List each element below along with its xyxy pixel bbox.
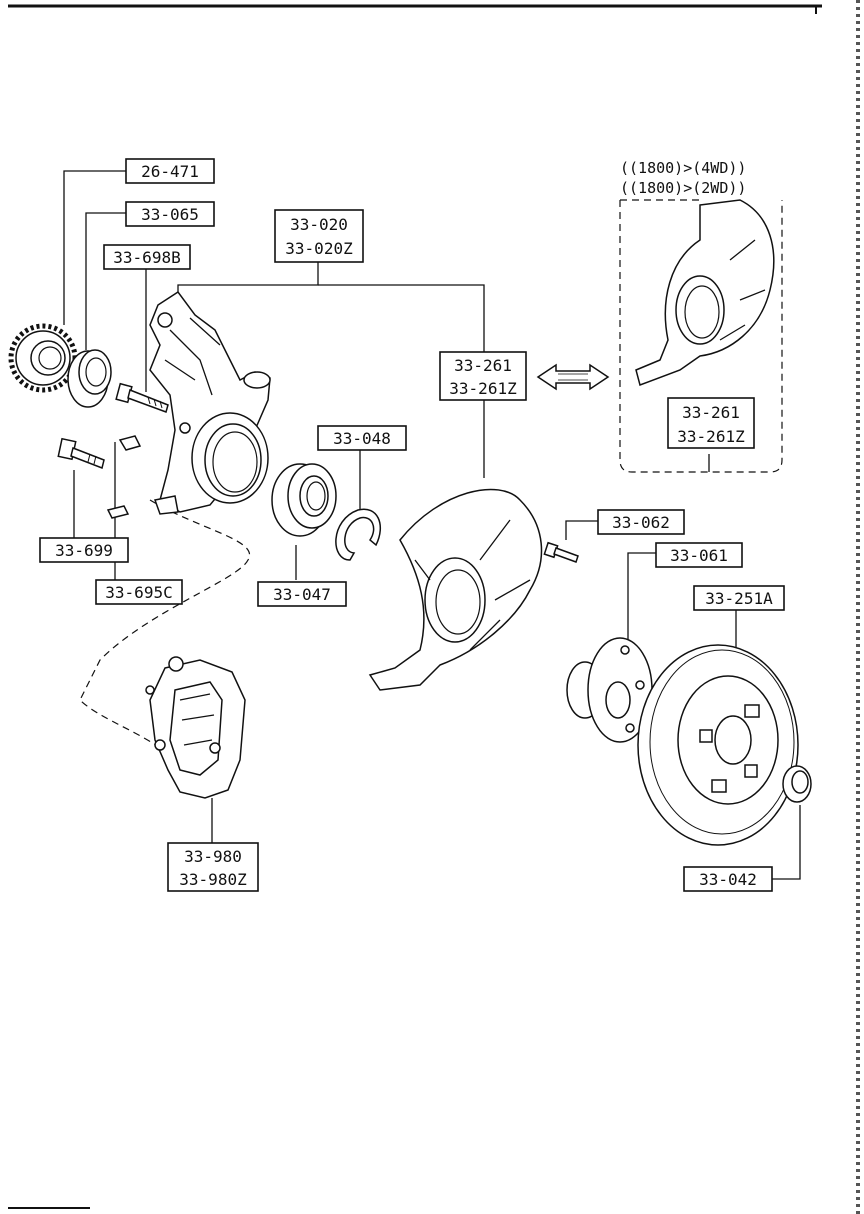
callout-33-065: 33-065 <box>125 201 215 227</box>
callout-33-061: 33-061 <box>655 542 743 568</box>
variant-note-2wd: ((1800)>(2WD)) <box>620 179 746 197</box>
callout-33-062: 33-062 <box>597 509 685 535</box>
callout-33-020: 33-020 33-020Z <box>274 209 364 263</box>
svg-text:33-047: 33-047 <box>273 585 331 604</box>
svg-text:33-699: 33-699 <box>55 541 113 560</box>
double-arrow-icon <box>536 363 610 391</box>
svg-text:33-042: 33-042 <box>699 870 757 889</box>
abs-sensor-ring <box>8 323 78 393</box>
svg-text:33-698B: 33-698B <box>113 248 180 267</box>
dust-cover <box>368 488 543 691</box>
svg-text:33-048: 33-048 <box>333 429 391 448</box>
variant-note-4wd: ((1800)>(4WD)) <box>620 159 746 177</box>
svg-text:33-251A: 33-251A <box>705 589 773 608</box>
svg-text:33-261Z: 33-261Z <box>677 427 745 446</box>
variant-notes: ((1800)>(4WD)) ((1800)>(2WD)) <box>620 159 746 197</box>
scan-edge <box>856 0 860 1214</box>
callout-26-471: 26-471 <box>125 158 215 184</box>
dust-cover-alt <box>635 199 775 386</box>
svg-text:26-471: 26-471 <box>141 162 199 181</box>
callout-33-251a: 33-251A <box>693 585 785 611</box>
small-clip <box>106 435 142 519</box>
hub-bolt <box>543 541 579 563</box>
callout-33-048: 33-048 <box>317 425 407 451</box>
callout-33-699: 33-699 <box>39 537 129 563</box>
svg-text:33-020: 33-020 <box>290 215 348 234</box>
knuckle-bolt <box>115 382 169 413</box>
svg-text:33-020Z: 33-020Z <box>285 239 353 258</box>
svg-text:33-261: 33-261 <box>454 356 512 375</box>
svg-text:33-980: 33-980 <box>184 847 242 866</box>
steering-knuckle <box>149 290 271 515</box>
lower-bolt <box>57 437 105 470</box>
svg-text:33-061: 33-061 <box>670 546 728 565</box>
callout-33-980: 33-980 33-980Z <box>167 842 259 892</box>
callout-33-261-main: 33-261 33-261Z <box>439 351 527 401</box>
callout-labels: 26-471 33-065 33-698B 33-020 33-020Z 33-… <box>39 158 785 892</box>
svg-text:33-261Z: 33-261Z <box>449 379 517 398</box>
callout-33-261-alt: 33-261 33-261Z <box>667 397 755 449</box>
oil-seal <box>67 349 112 408</box>
callout-33-042: 33-042 <box>683 866 773 892</box>
callout-33-698b: 33-698B <box>103 244 191 270</box>
svg-text:33-695C: 33-695C <box>105 583 172 602</box>
svg-text:33-261: 33-261 <box>682 403 740 422</box>
brake-disc <box>637 644 799 846</box>
snap-ring <box>335 508 381 561</box>
lock-nut <box>782 765 812 803</box>
svg-text:33-980Z: 33-980Z <box>179 870 247 889</box>
callout-33-047: 33-047 <box>257 581 347 607</box>
svg-text:33-065: 33-065 <box>141 205 199 224</box>
wheel-bearing <box>271 463 337 537</box>
brake-caliper <box>145 656 246 799</box>
dashed-guides <box>79 199 783 761</box>
callout-33-695c: 33-695C <box>95 579 183 605</box>
svg-text:33-062: 33-062 <box>612 513 670 532</box>
